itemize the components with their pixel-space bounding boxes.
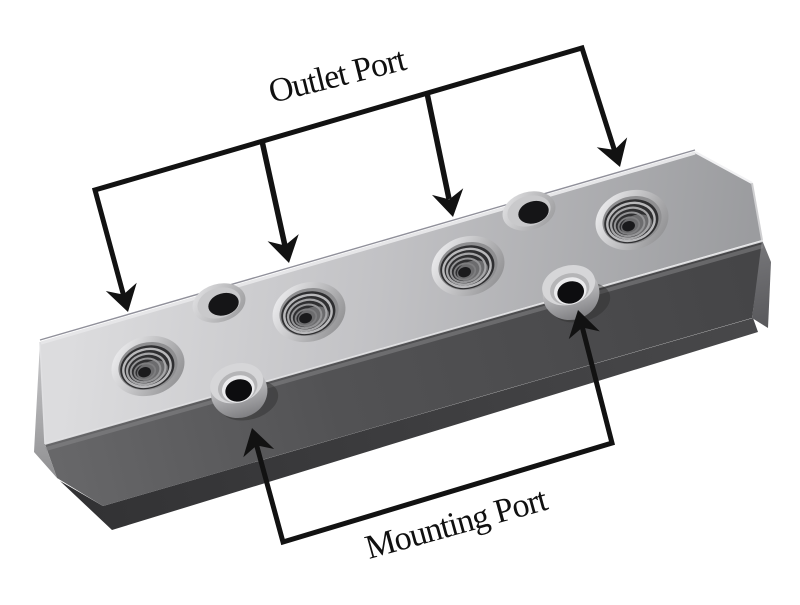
mounting-bracket-line: [253, 325, 616, 546]
outlet-arrowhead-4: [596, 136, 636, 173]
front-top-edge-shadow: [45, 244, 764, 451]
block-left-face: [34, 342, 57, 478]
outlet-leader-line: [91, 44, 618, 298]
back-edge-highlight: [39, 149, 696, 341]
mounting-port-label: Mounting Port: [361, 481, 552, 567]
left-edge-highlight: [39, 341, 46, 445]
outlet-arrow-shaft-3: [424, 92, 452, 200]
corner-chamfer-edge: [694, 150, 753, 185]
front-top-edge-highlight: [44, 240, 764, 445]
manifold-block: [34, 149, 771, 530]
block-bottom-bevel: [60, 318, 758, 530]
outlet-arrow-shaft-2: [259, 140, 288, 247]
block-right-face: [752, 240, 771, 328]
outlet-port-label: Outlet Port: [265, 41, 410, 111]
right-top-edge: [751, 182, 763, 241]
back-edge-chamfer: [40, 151, 696, 345]
